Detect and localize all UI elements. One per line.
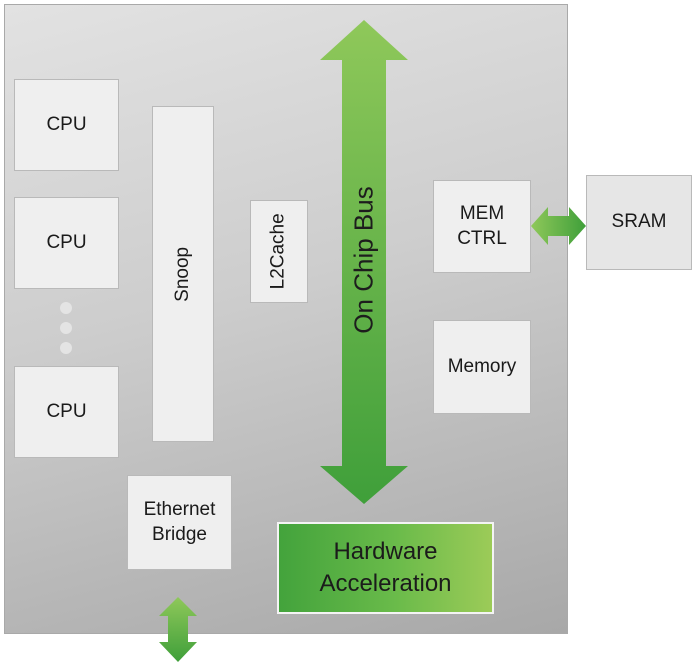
cpu-label-2: CPU xyxy=(46,231,87,253)
ellipsis-dot-1 xyxy=(60,302,72,314)
sram-label: SRAM xyxy=(611,211,667,233)
l2cache-block: L2Cache xyxy=(250,200,308,303)
mem-ctrl-label-line2: CTRL xyxy=(457,227,507,249)
mem-ctrl-block: MEM CTRL xyxy=(433,180,531,273)
ethernet-bridge-label-line1: Ethernet xyxy=(143,498,216,520)
hardware-acceleration-label-line1: Hardware xyxy=(333,537,438,565)
ethernet-bridge-block: Ethernet Bridge xyxy=(127,475,232,570)
sram-block: SRAM xyxy=(586,175,692,270)
ellipsis-dot-3 xyxy=(60,342,72,354)
snoop-label: Snoop xyxy=(171,246,193,302)
on-chip-bus-label: On Chip Bus xyxy=(348,186,379,334)
memory-label: Memory xyxy=(447,355,517,377)
cpu-block-1: CPU xyxy=(14,79,119,171)
cpu-label-3: CPU xyxy=(46,400,87,422)
ethernet-bridge-label-line2: Bridge xyxy=(152,523,207,545)
l2cache-label: L2Cache xyxy=(267,213,289,290)
cpu-label-1: CPU xyxy=(46,113,87,135)
memory-block: Memory xyxy=(433,320,531,414)
snoop-block: Snoop xyxy=(152,106,214,442)
ellipsis-dot-2 xyxy=(60,322,72,334)
cpu-block-2: CPU xyxy=(14,197,119,289)
hardware-acceleration-label-line2: Acceleration xyxy=(319,570,452,597)
cpu-block-3: CPU xyxy=(14,366,119,458)
mem-ctrl-label-line1: MEM xyxy=(459,202,505,224)
hardware-acceleration-block: Hardware Acceleration xyxy=(277,522,494,614)
